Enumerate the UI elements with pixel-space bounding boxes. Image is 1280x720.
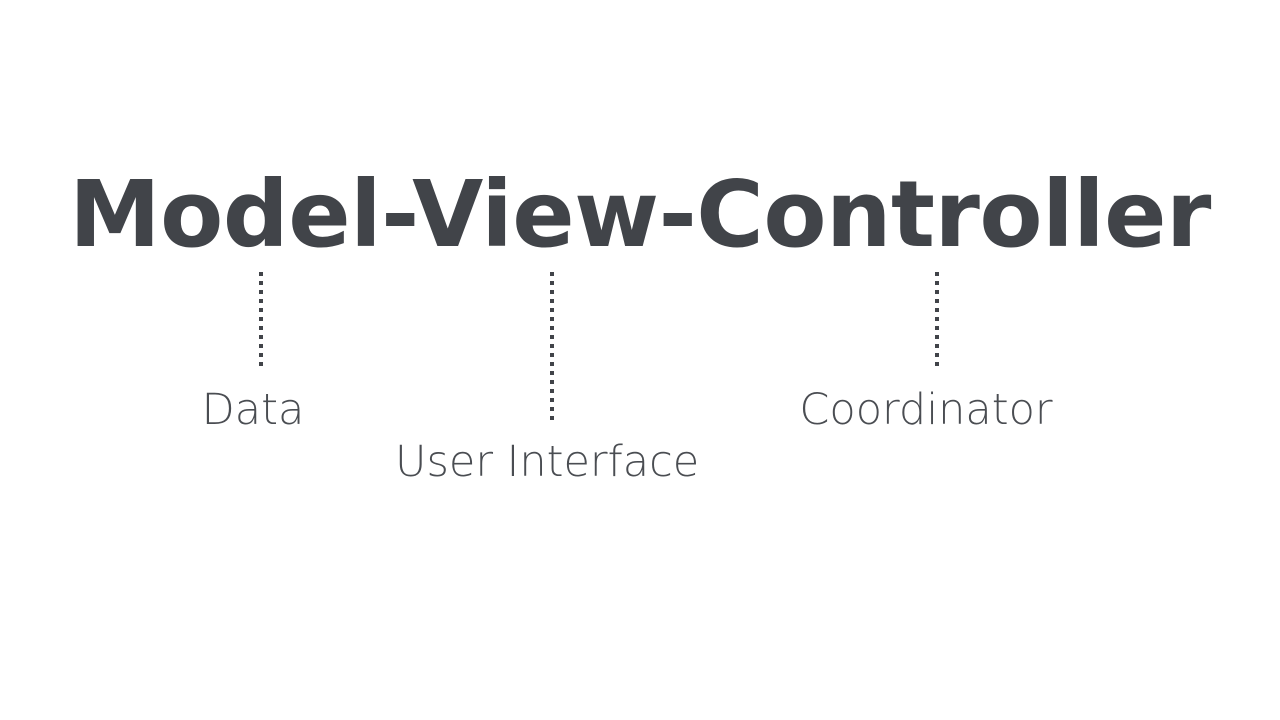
label-model-data: Data — [201, 385, 305, 435]
connector-line-controller — [935, 272, 939, 366]
label-controller-coordinator: Coordinator — [799, 385, 1053, 435]
label-view-user-interface: User Interface — [395, 437, 700, 487]
connector-line-model — [259, 272, 263, 366]
page-title: Model-View-Controller — [69, 161, 1211, 268]
connector-line-view — [550, 272, 554, 420]
